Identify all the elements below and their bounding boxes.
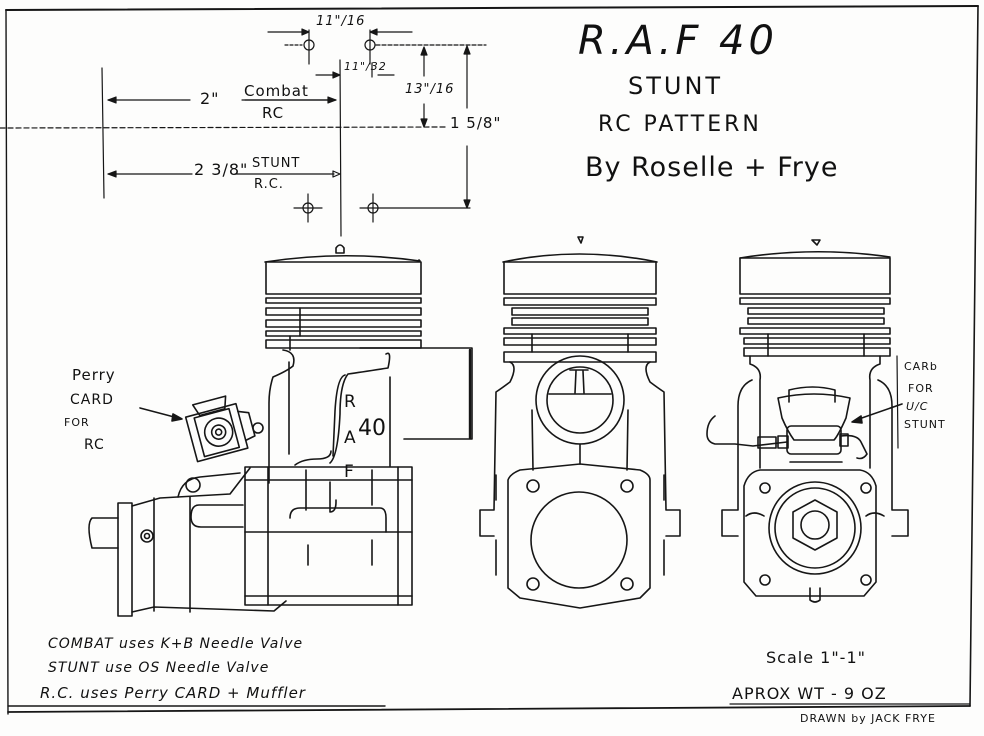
front-view-engine [479, 236, 681, 609]
uc-carb-callout-line1: CARb [904, 360, 938, 373]
perry-carb-callout-line4: RC [84, 437, 105, 453]
side-view-engine [88, 244, 473, 617]
dim-combat-length: 2" [200, 89, 220, 108]
weight-label: APROX WT - 9 OZ [732, 684, 887, 703]
dim-vertical-long: 1 5/8" [450, 114, 502, 132]
dim-combat-label: Combat [244, 82, 309, 100]
title-stunt: STUNT [628, 72, 724, 100]
mounting-dimensions [0, 28, 487, 237]
drawing-title: R.A.F 40 [578, 18, 778, 64]
perry-carb-callout-line3: FOR [64, 416, 90, 429]
uc-carb-callout-line4: STUNT [904, 418, 946, 431]
dim-stunt-rc-label: R.C. [254, 177, 284, 192]
title-authors: By Roselle + Frye [585, 152, 839, 183]
engraving-number: 40 [358, 416, 386, 441]
dim-stunt-label: STUNT [252, 156, 301, 171]
dim-vertical-short: 13"/16 [405, 82, 455, 97]
dim-combat-rc-label: RC [262, 104, 285, 122]
perry-carb-callout-line2: CARD [70, 392, 114, 408]
note-stunt: STUNT use OS Needle Valve [48, 660, 270, 676]
engraving-a: A [344, 428, 357, 448]
engraving-r: R [344, 392, 357, 412]
scale-label: Scale 1"-1" [766, 648, 866, 667]
engraving-f: F [344, 462, 355, 482]
title-rc-pattern: RC PATTERN [598, 112, 762, 137]
dim-top-hole-spacing: 11"/16 [316, 14, 366, 29]
border-frame [5, 5, 979, 715]
uc-carb-callout-line3: U/C [906, 400, 929, 413]
rear-view-engine [706, 239, 909, 603]
dim-stunt-length: 2 3/8" [194, 160, 249, 179]
dim-offset: 11"/32 [344, 60, 387, 73]
note-rc: R.C. uses Perry CARD + Muffler [40, 684, 306, 702]
note-combat: COMBAT uses K+B Needle Valve [48, 636, 304, 652]
drawn-by-label: DRAWN by JACK FRYE [800, 712, 936, 725]
perry-carb-callout-line1: Perry [72, 366, 116, 384]
uc-carb-callout-line2: FOR [908, 382, 934, 395]
